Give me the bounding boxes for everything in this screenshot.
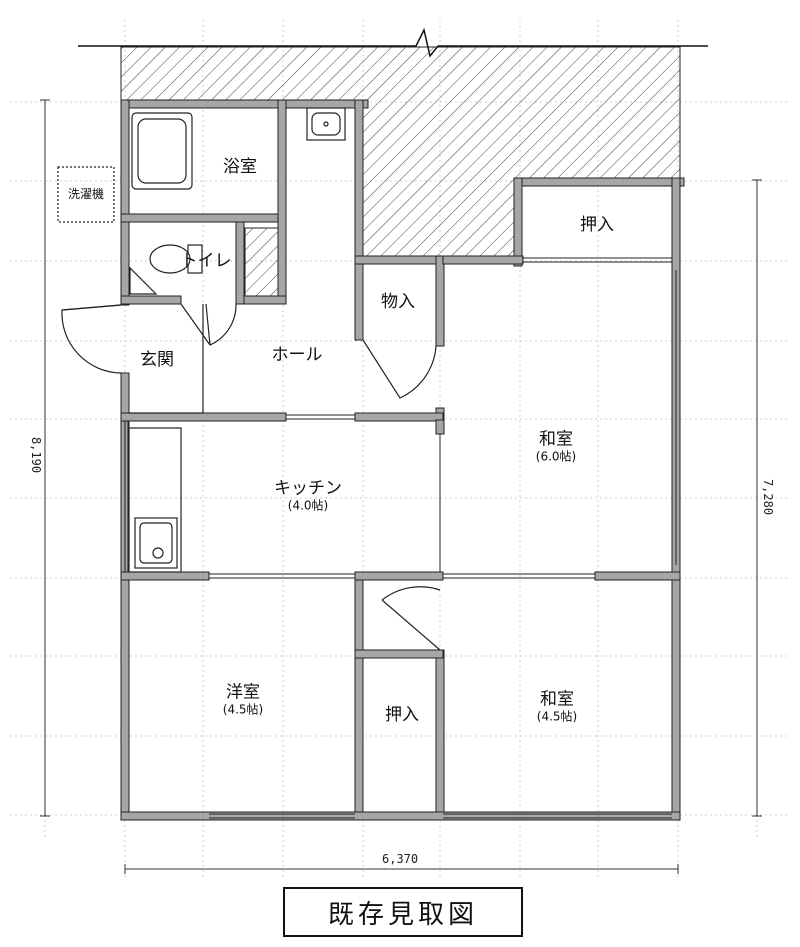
fixtures — [57, 107, 346, 573]
room-label-washitsu-small: 和室 (4.5帖) — [537, 690, 577, 723]
washitsu-large-size: (6.0帖) — [535, 448, 577, 463]
room-label-oshiire-mid: 押入 — [385, 705, 419, 726]
room-label-hall: ホール — [271, 345, 323, 366]
room-label-toilet: トイレ — [180, 251, 232, 272]
room-label-washer: 洗濯機 — [67, 187, 105, 202]
washitsu-small-size: (4.5帖) — [536, 708, 578, 723]
room-label-storage: 物入 — [381, 292, 415, 313]
washitsu-large-name: 和室 — [538, 429, 573, 450]
washitsu-small-name: 和室 — [539, 689, 574, 710]
drawing-title: 既存見取図 — [283, 887, 523, 937]
dimension-left-height: 8,190 — [29, 436, 43, 474]
site-line — [78, 27, 708, 58]
room-label-genkan: 玄関 — [140, 350, 174, 371]
room-label-washitsu-large: 和室 (6.0帖) — [536, 430, 576, 463]
kitchen-name: キッチン — [274, 478, 342, 499]
doors — [61, 303, 441, 651]
yoshitsu-name: 洋室 — [225, 682, 260, 703]
room-label-yoshitsu: 洋室 (4.5帖) — [223, 683, 263, 716]
room-label-oshiire-top: 押入 — [580, 215, 614, 236]
room-label-kitchen: キッチン (4.0帖) — [274, 479, 342, 512]
yoshitsu-size: (4.5帖) — [222, 701, 264, 716]
windows — [124, 257, 677, 819]
dimension-right-height: 7,280 — [761, 478, 775, 516]
dimension-lines — [40, 99, 762, 874]
kitchen-size: (4.0帖) — [287, 497, 329, 512]
dimension-width: 6,370 — [382, 852, 419, 866]
room-label-bath: 浴室 — [223, 157, 257, 178]
